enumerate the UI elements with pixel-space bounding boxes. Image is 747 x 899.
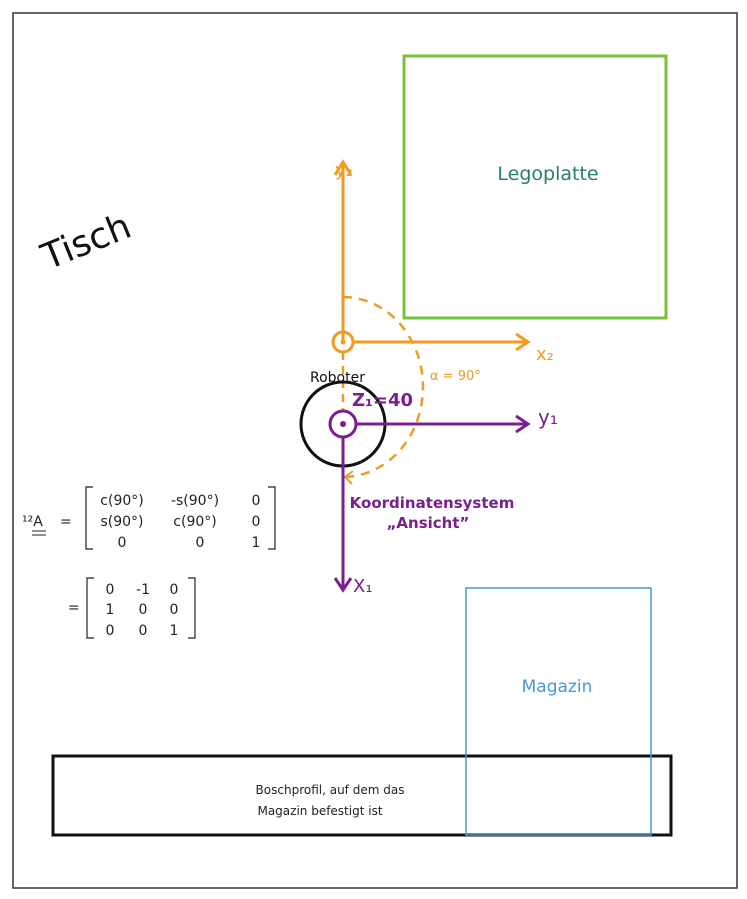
y1-arrowhead: [515, 414, 531, 434]
table-frame: [12, 12, 738, 889]
matrix-cell: 0: [118, 535, 127, 551]
profile-label-2: Magazin befestigt ist: [257, 804, 382, 818]
magazine: [465, 587, 652, 836]
matrix-cell: 1: [170, 623, 179, 639]
matrix-cell: 0: [252, 514, 261, 530]
matrix-lhs: ¹²A: [22, 514, 43, 530]
matrix-cell: 1: [106, 602, 115, 618]
table-label: Tisch: [35, 206, 137, 279]
matrix-cell: 1: [252, 535, 261, 551]
x2-arrowhead: [515, 332, 531, 352]
matrix-cell: c(90°): [100, 493, 143, 509]
x1-label: X₁: [353, 576, 373, 597]
matrix-cell: s(90°): [100, 514, 143, 530]
matrix-cell: -s(90°): [171, 493, 219, 509]
magazine-label: Magazin: [522, 677, 593, 697]
coord-label-1: Koordinatensystem: [350, 494, 515, 512]
matrix-eq-2: =: [68, 600, 80, 616]
lego-plate: [402, 54, 668, 320]
matrix-cell: 0: [252, 493, 261, 509]
rotation-arc: [342, 295, 425, 479]
x2-label: x₂: [536, 344, 554, 365]
rotation-matrix: ¹²A = c(90°) -s(90°) 0 s(90°) c(90°) 0 0…: [22, 486, 276, 639]
matrix-eq-1: =: [60, 514, 72, 530]
matrix-cell: c(90°): [173, 514, 216, 530]
alpha-label: α = 90°: [430, 369, 481, 384]
frame-1: [328, 409, 531, 593]
arc-arrowhead: [343, 470, 354, 485]
bosch-profile: [51, 754, 673, 837]
profile-label-1: Boschprofil, auf dem das: [256, 783, 405, 797]
matrix-cell: 0: [106, 582, 115, 598]
matrix-cell: 0: [106, 623, 115, 639]
y2-arrowhead: [333, 159, 353, 176]
lego-label: Legoplatte: [497, 163, 598, 185]
matrix-cell: 0: [139, 623, 148, 639]
matrix-cell: -1: [136, 582, 150, 598]
matrix-cell: 0: [139, 602, 148, 618]
x1-arrowhead: [333, 577, 353, 593]
coord-label-2: „Ansicht”: [387, 514, 470, 532]
matrix-cell: 0: [170, 582, 179, 598]
y1-label: y₁: [538, 405, 558, 429]
y2-label: y₂: [335, 160, 353, 181]
frame-2: [331, 159, 531, 485]
matrix-cell: 0: [170, 602, 179, 618]
matrix-cell: 0: [196, 535, 205, 551]
z-label: Z₁=40: [352, 390, 413, 411]
